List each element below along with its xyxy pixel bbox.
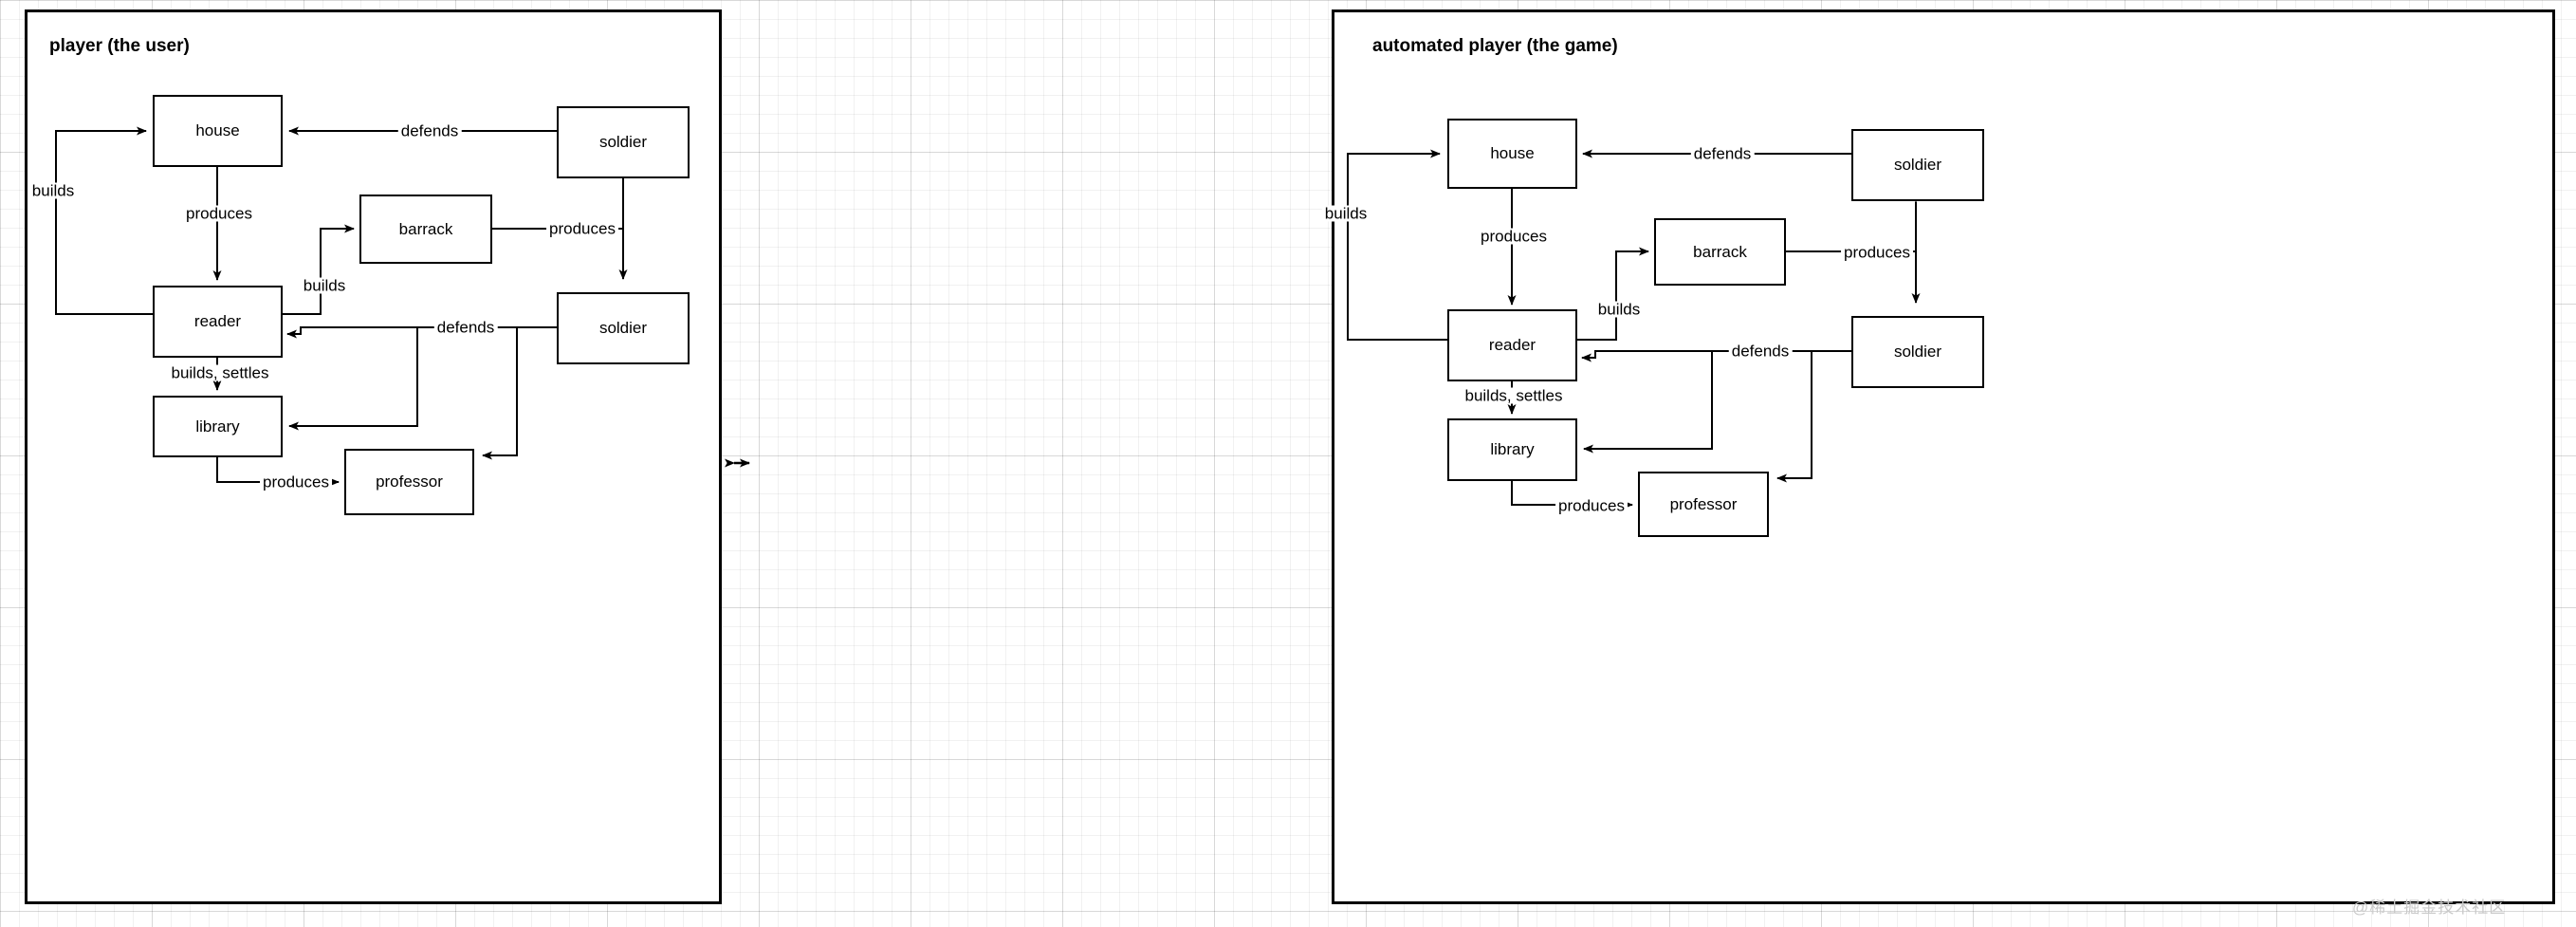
- node-reader[interactable]: reader: [1447, 309, 1577, 381]
- node-barrack[interactable]: barrack: [359, 195, 492, 264]
- node-soldier-top-label: soldier: [598, 133, 648, 151]
- edge-label-produces-soldier: produces: [546, 220, 618, 237]
- panel-player-title: player (the user): [49, 36, 190, 56]
- node-library[interactable]: library: [153, 396, 283, 457]
- node-library-label: library: [1490, 440, 1535, 458]
- node-barrack-label: barrack: [1693, 242, 1747, 261]
- node-professor[interactable]: professor: [344, 449, 474, 515]
- edge-label-builds-settles: builds, settles: [168, 364, 272, 381]
- node-soldier-bottom-label: soldier: [1893, 343, 1942, 361]
- edge-label-produces-soldier: produces: [1841, 244, 1913, 261]
- edge-label-builds-barrack: builds: [1594, 301, 1644, 318]
- node-soldier-top-label: soldier: [1893, 156, 1942, 174]
- node-house-label: house: [195, 121, 240, 139]
- node-reader-label: reader: [1488, 336, 1536, 354]
- node-barrack-label: barrack: [398, 219, 453, 238]
- node-library-label: library: [195, 417, 240, 436]
- edge-label-defends-reader: defends: [1728, 343, 1793, 360]
- node-soldier-top[interactable]: soldier: [557, 106, 690, 178]
- node-professor[interactable]: professor: [1638, 472, 1769, 537]
- panel-automated-player-title: automated player (the game): [1372, 36, 1618, 56]
- node-house-label: house: [1490, 144, 1535, 162]
- node-barrack[interactable]: barrack: [1654, 218, 1786, 286]
- edge-label-builds-house: builds: [1321, 205, 1371, 222]
- edge-label-defends-reader: defends: [433, 319, 498, 336]
- node-library[interactable]: library: [1447, 418, 1577, 481]
- watermark: @稀土掘金技术社区: [2352, 899, 2507, 917]
- node-soldier-bottom[interactable]: soldier: [1851, 316, 1984, 388]
- edge-label-defends-house: defends: [1690, 145, 1755, 162]
- node-professor-label: professor: [376, 473, 443, 491]
- node-soldier-bottom-label: soldier: [598, 319, 648, 337]
- node-reader[interactable]: reader: [153, 286, 283, 358]
- edge-label-produces-reader: produces: [1478, 228, 1550, 245]
- edge-label-builds-barrack: builds: [300, 277, 349, 294]
- edge-label-produces-professor: produces: [1555, 497, 1628, 514]
- node-soldier-bottom[interactable]: soldier: [557, 292, 690, 364]
- edge-label-produces-reader: produces: [183, 205, 255, 222]
- node-house[interactable]: house: [153, 95, 283, 167]
- edge-label-builds-house: builds: [28, 182, 78, 199]
- node-professor-label: professor: [1669, 494, 1738, 513]
- node-soldier-top[interactable]: soldier: [1851, 129, 1984, 201]
- edge-label-defends-house: defends: [397, 122, 462, 139]
- node-reader-label: reader: [193, 312, 242, 330]
- edge-label-builds-settles: builds, settles: [1462, 387, 1566, 404]
- node-house[interactable]: house: [1447, 119, 1577, 189]
- edge-label-produces-professor: produces: [260, 473, 332, 491]
